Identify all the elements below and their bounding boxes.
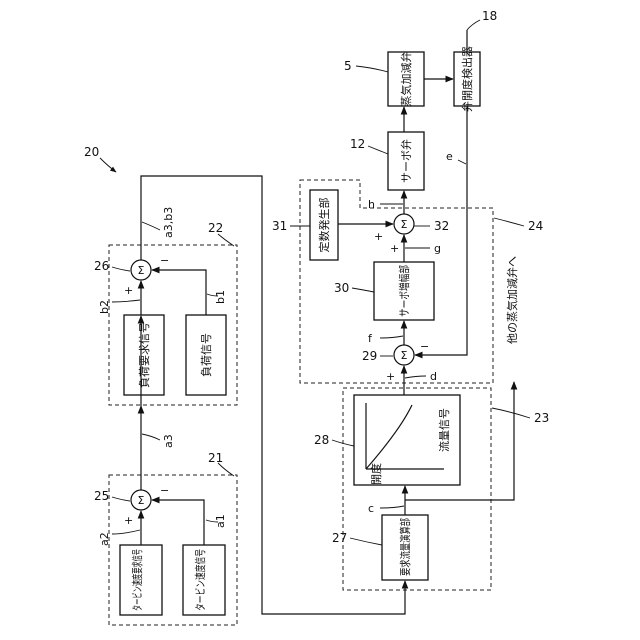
leader-20 <box>100 158 116 172</box>
leader-26 <box>112 267 130 271</box>
sum-symbol-32: Σ <box>401 218 408 231</box>
leader-23 <box>492 408 530 418</box>
sign-32-plus-left: + <box>374 230 383 243</box>
valve-detector-label: 弁開度検出器 <box>460 46 474 112</box>
leader-25 <box>112 497 130 501</box>
ref-25: 25 <box>94 489 109 503</box>
leader-a3 <box>142 434 160 440</box>
ref-5: 5 <box>344 59 352 73</box>
ref-23: 23 <box>534 411 549 425</box>
signal-e: e <box>446 150 453 163</box>
turbine-speed-label: タービン速度信号 <box>193 549 207 611</box>
leader-18 <box>467 20 480 30</box>
signal-f: f <box>368 332 373 345</box>
ref-32: 32 <box>434 219 449 233</box>
sum-symbol-25: Σ <box>138 494 145 507</box>
servo-amp-label: サーボ増幅部 <box>397 265 411 317</box>
ref-29: 29 <box>362 349 377 363</box>
leader-b2 <box>112 300 140 302</box>
signal-a3: a3 <box>162 434 175 448</box>
ref-20: 20 <box>84 145 99 159</box>
const-gen-label: 定数発生部 <box>317 198 331 253</box>
turbine-speed-request-label: タービン速度要求信号 <box>130 549 144 611</box>
ref-12: 12 <box>350 137 365 151</box>
sign-29-plus: + <box>386 370 395 383</box>
leader-d <box>405 376 426 378</box>
steam-valve-label: 蒸気加減弁 <box>399 52 413 107</box>
ref-24: 24 <box>528 219 543 233</box>
sign-32-plus-bottom: + <box>390 242 399 255</box>
signal-g: g <box>434 242 441 255</box>
leader-27 <box>350 538 382 545</box>
signal-a1: a1 <box>214 514 227 528</box>
ref-30: 30 <box>334 281 349 295</box>
servo-valve-label: サーボ弁 <box>399 139 413 183</box>
ref-18: 18 <box>482 9 497 23</box>
leader-a3b3 <box>142 222 160 230</box>
flow-calc-label: 要求流量演算部 <box>398 518 412 576</box>
signal-a2: a2 <box>98 532 111 546</box>
sign-26-minus: − <box>160 254 169 267</box>
leader-30 <box>352 288 374 292</box>
sign-25-plus: + <box>124 514 133 527</box>
line-b1 <box>152 270 206 315</box>
signal-d: d <box>430 370 437 383</box>
ref-28: 28 <box>314 433 329 447</box>
ref-21: 21 <box>208 451 223 465</box>
load-request-label: 負荷要求信号 <box>138 322 151 388</box>
leader-5 <box>356 66 388 72</box>
other-steam-valves-note: 他の蒸気加減弁へ <box>505 256 519 344</box>
ref-22: 22 <box>208 221 223 235</box>
leader-24 <box>494 218 524 226</box>
flow-graph-axis-label: 開度 <box>369 463 383 485</box>
sign-26-plus: + <box>124 284 133 297</box>
leader-e <box>458 160 466 164</box>
signal-b1: b1 <box>214 290 227 304</box>
sum-symbol-29: Σ <box>401 349 408 362</box>
signal-b2: b2 <box>98 300 111 314</box>
line-a1 <box>152 500 204 545</box>
flow-graph-label: 流量信号 <box>437 408 451 452</box>
sign-25-minus: − <box>160 484 169 497</box>
sum-symbol-26: Σ <box>138 264 145 277</box>
leader-c <box>380 506 404 508</box>
ref-31: 31 <box>272 219 287 233</box>
signal-h: h <box>368 198 375 211</box>
signal-a3b3: a3,b3 <box>162 207 175 238</box>
leader-12 <box>368 146 388 154</box>
load-label: 負荷信号 <box>200 333 213 377</box>
leader-f <box>380 336 403 338</box>
leader-22 <box>218 234 234 246</box>
ref-26: 26 <box>94 259 109 273</box>
signal-c: c <box>368 502 374 515</box>
ref-27: 27 <box>332 531 347 545</box>
leader-a2 <box>112 530 140 534</box>
sign-29-minus: − <box>420 340 429 353</box>
